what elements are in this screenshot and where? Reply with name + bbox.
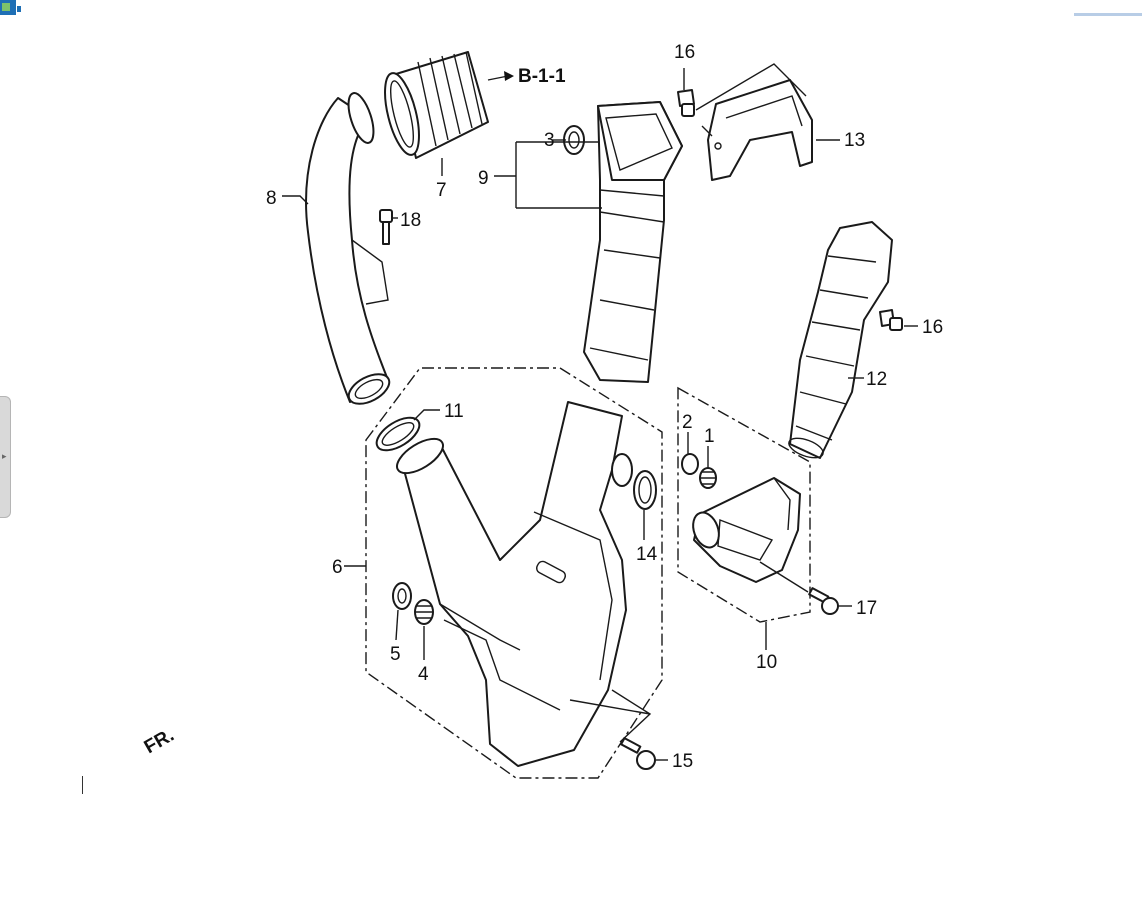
part-7-bellows-hose[interactable]	[378, 51, 489, 159]
part-10-bracket-duct[interactable]	[689, 477, 801, 583]
part-15-bolt[interactable]	[620, 737, 656, 770]
callout-5: 5	[390, 644, 401, 665]
callout-8: 8	[266, 188, 277, 209]
callout-4: 4	[418, 664, 429, 685]
callout-labels: 3 8 7 9 16 13 18 16 12 11 2 1 6 14 5 4 1…	[266, 42, 943, 772]
part-14-o-ring[interactable]	[633, 470, 657, 510]
text-cursor	[82, 776, 83, 794]
part-3-grommet[interactable]	[563, 125, 585, 155]
group-10-outline	[677, 386, 811, 623]
part-11-o-ring[interactable]	[371, 411, 424, 457]
front-direction-indicator: FR.	[141, 725, 178, 758]
part-16-bolt-right[interactable]	[879, 309, 903, 331]
callout-15: 15	[672, 751, 693, 772]
callout-11: 11	[444, 401, 464, 422]
callout-13: 13	[844, 130, 865, 151]
part-13-bracket-cover[interactable]	[707, 79, 813, 181]
callout-1: 1	[704, 426, 715, 447]
part-17-bolt[interactable]	[808, 587, 839, 615]
side-panel-handle[interactable]: ▸	[0, 396, 11, 518]
front-label: FR.	[141, 725, 178, 758]
leader-lines	[282, 63, 918, 761]
callout-9: 9	[478, 168, 489, 189]
callout-3: 3	[544, 130, 555, 151]
horizontal-scroll-indicator[interactable]	[1074, 13, 1142, 16]
part-4-grommet[interactable]	[414, 599, 434, 625]
part-18-bolt[interactable]	[379, 209, 393, 245]
group-6-outline	[365, 367, 663, 779]
callout-10: 10	[756, 652, 777, 673]
app-window-icon[interactable]	[0, 0, 22, 16]
callout-18: 18	[400, 210, 421, 231]
callout-2: 2	[682, 412, 693, 433]
part-8-intake-duct[interactable]	[305, 90, 394, 410]
part-16-bolt-top[interactable]	[677, 89, 695, 117]
part-9-intake-snorkel[interactable]	[583, 101, 683, 383]
chevron-right-icon: ▸	[2, 451, 7, 461]
callout-16-right: 16	[922, 317, 943, 338]
part-12-resonator-duct[interactable]	[786, 221, 893, 462]
part-5-grommet[interactable]	[392, 582, 412, 610]
part-1-grommet[interactable]	[699, 467, 717, 489]
callout-7: 7	[436, 180, 447, 201]
callout-17: 17	[856, 598, 877, 619]
callout-6: 6	[332, 557, 343, 578]
callout-16-top: 16	[674, 42, 695, 63]
callout-14: 14	[636, 544, 658, 565]
callout-12: 12	[866, 369, 887, 390]
arrow-right-icon	[504, 71, 514, 81]
reference-label[interactable]: B-1-1	[518, 66, 566, 87]
part-6-air-box[interactable]	[392, 401, 633, 767]
part-2-grommet[interactable]	[681, 453, 699, 475]
